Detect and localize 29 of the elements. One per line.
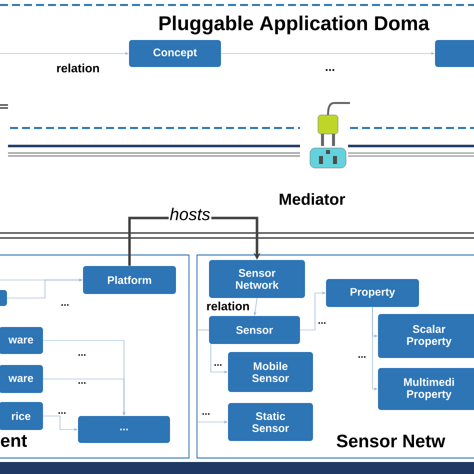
concept-box: rice — [0, 402, 43, 430]
concept-box: Platform — [83, 266, 176, 294]
text-label: ... — [62, 304, 68, 306]
text-label: relation — [57, 64, 99, 72]
concept-box: Scalar Property — [378, 314, 474, 358]
text-label: ... — [78, 354, 86, 356]
concept-box — [0, 290, 7, 306]
title: Pluggable Application Doma — [160, 16, 430, 34]
concept-box: Static Sensor — [228, 403, 313, 441]
text-label: ... — [326, 69, 334, 71]
text-label: Mediator — [280, 193, 346, 205]
text-label: ... — [214, 364, 222, 366]
text-label: ... — [202, 413, 210, 415]
edge-label: hosts — [168, 206, 212, 222]
concept-box: ware — [0, 327, 43, 354]
concept-box: Sensor — [209, 316, 300, 344]
text-label: ... — [58, 412, 66, 414]
concept-box: Sensor Network — [209, 260, 305, 298]
edge-label: relation — [205, 300, 251, 312]
concept-box: ... — [78, 416, 170, 443]
concept-box: ware — [0, 365, 43, 393]
concept-box: Multimedi Property — [378, 368, 474, 410]
concept-box: Concept — [129, 40, 221, 67]
concept-box — [435, 40, 474, 67]
text-label: ... — [358, 356, 366, 358]
concept-box: Property — [326, 279, 419, 307]
text-label: ... — [318, 322, 326, 324]
concept-box: Mobile Sensor — [228, 352, 313, 392]
text-label: ... — [78, 382, 86, 384]
